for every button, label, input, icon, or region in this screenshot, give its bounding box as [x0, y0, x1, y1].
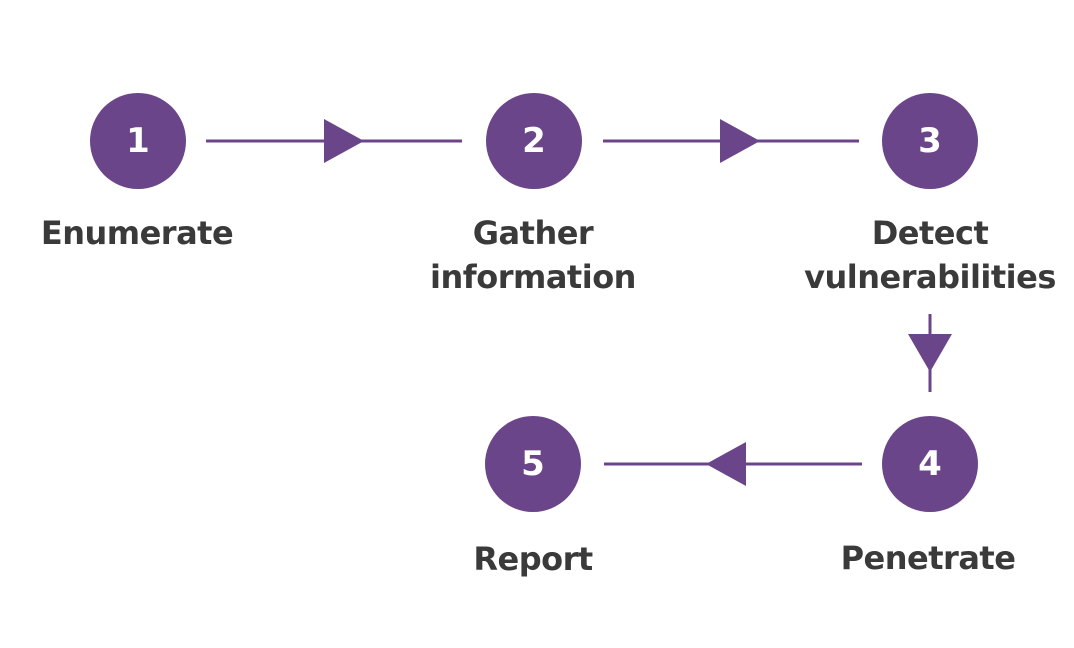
step-2-circle: 2: [486, 93, 582, 189]
step-3-label-line-2: vulnerabilities: [804, 258, 1056, 296]
connector-1-to-2: [206, 119, 462, 163]
step-2-label: Gather information: [383, 211, 683, 299]
step-1-label: Enumerate: [0, 211, 287, 255]
connector-3-to-4: [908, 314, 952, 392]
step-5-circle: 5: [485, 416, 581, 512]
arrow-right-icon: [720, 119, 760, 163]
step-4-label: Penetrate: [778, 536, 1074, 580]
step-3-circle: 3: [882, 93, 978, 189]
step-2-label-line-2: information: [430, 258, 636, 296]
step-2-number: 2: [522, 121, 546, 161]
step-1-label-line: Enumerate: [40, 214, 234, 252]
arrow-down-icon: [908, 334, 952, 372]
step-3-label: Detect vulnerabilities: [780, 211, 1074, 299]
arrow-right-icon: [324, 119, 364, 163]
step-3-number: 3: [918, 121, 942, 161]
step-1-number: 1: [126, 121, 150, 161]
arrow-left-icon: [706, 442, 746, 486]
step-4-circle: 4: [882, 416, 978, 512]
step-5-label-line: Report: [473, 540, 593, 578]
connector-4-to-5: [604, 442, 862, 486]
step-5-label: Report: [383, 537, 683, 581]
connector-2-to-3: [603, 119, 859, 163]
step-5-number: 5: [521, 444, 545, 484]
step-2-label-line-1: Gather: [472, 214, 594, 252]
step-4-label-line: Penetrate: [840, 539, 1016, 577]
step-1-circle: 1: [90, 93, 186, 189]
step-3-label-line-1: Detect: [871, 214, 989, 252]
step-4-number: 4: [918, 444, 942, 484]
